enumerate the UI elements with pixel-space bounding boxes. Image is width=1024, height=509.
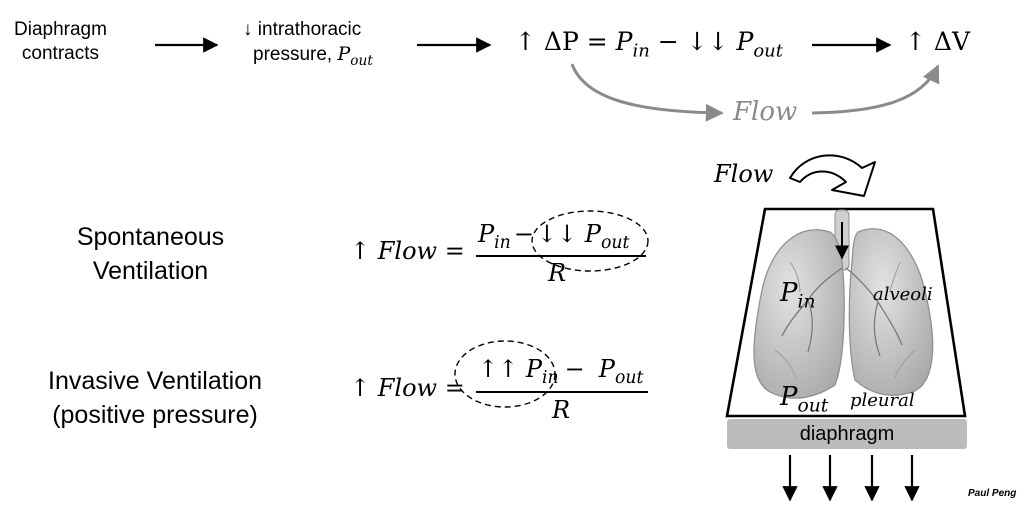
invasive-flow-lhs: ↑ Flow = — [350, 374, 465, 402]
invasive-ventilation-label: Invasive Ventilation (positive pressure) — [48, 364, 262, 432]
lung-pin-label: Pin — [780, 278, 816, 311]
spont-num-pout: P — [584, 220, 601, 248]
pleural-label: pleural — [850, 390, 915, 411]
chain-step-diaphragm-contracts: Diaphragm contracts — [14, 18, 107, 66]
alveoli-label: alveoli — [873, 284, 933, 305]
inflow-curved-arrow — [789, 154, 876, 197]
inv-num-pin: P — [525, 355, 543, 383]
chain-step2-line2: pressure, — [253, 44, 333, 65]
thorax-trapezoid — [725, 207, 967, 418]
lung-pin-sub: in — [797, 291, 816, 313]
eq-minus: − ↓↓ — [649, 27, 737, 56]
spontaneous-fraction-bar — [476, 255, 646, 257]
flow-curve-left — [570, 63, 724, 122]
highlight-ellipse-pin — [454, 340, 556, 408]
chain-step2-line1: intrathoracic — [257, 19, 362, 40]
spontaneous-denominator: R — [548, 259, 567, 287]
eq-pin: P — [615, 27, 633, 56]
author-credit: Paul Peng — [968, 488, 1017, 499]
eq-pout: P — [736, 27, 754, 56]
flow-curve-right — [811, 64, 940, 115]
spont-num-arrows: ↓↓ — [536, 220, 578, 248]
spontaneous-label-line1: Spontaneous — [76, 223, 225, 251]
inv-num-pout: P — [598, 355, 615, 383]
inv-num-pout-sub: out — [614, 368, 644, 389]
chain-step1-line2: contracts — [21, 43, 100, 64]
spont-num-pin-sub: in — [494, 233, 511, 254]
chain-step-intrathoracic-pressure: ↓ intrathoracic pressure, Pout — [243, 18, 373, 69]
invasive-denominator: R — [552, 396, 571, 424]
chain-step1-line1: Diaphragm — [14, 19, 107, 40]
spont-num-pout-sub: out — [600, 233, 630, 254]
down-arrow-symbol: ↓ — [243, 19, 253, 40]
highlight-ellipse-pout — [531, 210, 649, 272]
invasive-numerator: ↑↑ Pin−Pout — [478, 355, 643, 387]
eq-pout-sub: out — [753, 40, 783, 62]
flow-label-top: Flow — [733, 97, 798, 127]
diaphragm-bar: diaphragm — [727, 419, 967, 449]
spontaneous-ventilation-label: Spontaneous Ventilation — [48, 220, 253, 288]
chain-step2-var: P — [337, 43, 351, 65]
lung-pout: P — [780, 382, 798, 412]
invasive-fraction-bar — [476, 391, 648, 393]
eq-pin-sub: in — [632, 40, 650, 62]
lung-pout-sub: out — [797, 395, 829, 417]
lungs-illustration — [753, 209, 934, 399]
lung-pin: P — [780, 278, 798, 308]
inv-num-pin-sub: in — [542, 368, 559, 389]
invasive-label-line2: (positive pressure) — [52, 401, 258, 429]
volume-change-result: ↑ ΔV — [905, 27, 971, 56]
lung-flow-label: Flow — [714, 160, 774, 188]
spontaneous-numerator: Pin−↓↓ Pout — [478, 220, 629, 252]
spontaneous-flow-lhs: ↑ Flow = — [350, 237, 465, 265]
eq-prefix: ↑ ΔP = — [515, 27, 616, 56]
pressure-gradient-equation: ↑ ΔP = Pin − ↓↓ Pout — [515, 27, 783, 60]
inv-num-minus: − — [564, 355, 585, 383]
spont-num-minus: − — [513, 220, 534, 248]
inv-num-arrows: ↑↑ — [478, 355, 519, 383]
spontaneous-label-line2: Ventilation — [92, 257, 209, 285]
chain-step2-sub: out — [350, 52, 373, 69]
lung-pout-label: Pout — [780, 382, 828, 415]
invasive-label-line1: Invasive Ventilation — [48, 367, 263, 395]
spont-num-pin: P — [478, 220, 495, 248]
